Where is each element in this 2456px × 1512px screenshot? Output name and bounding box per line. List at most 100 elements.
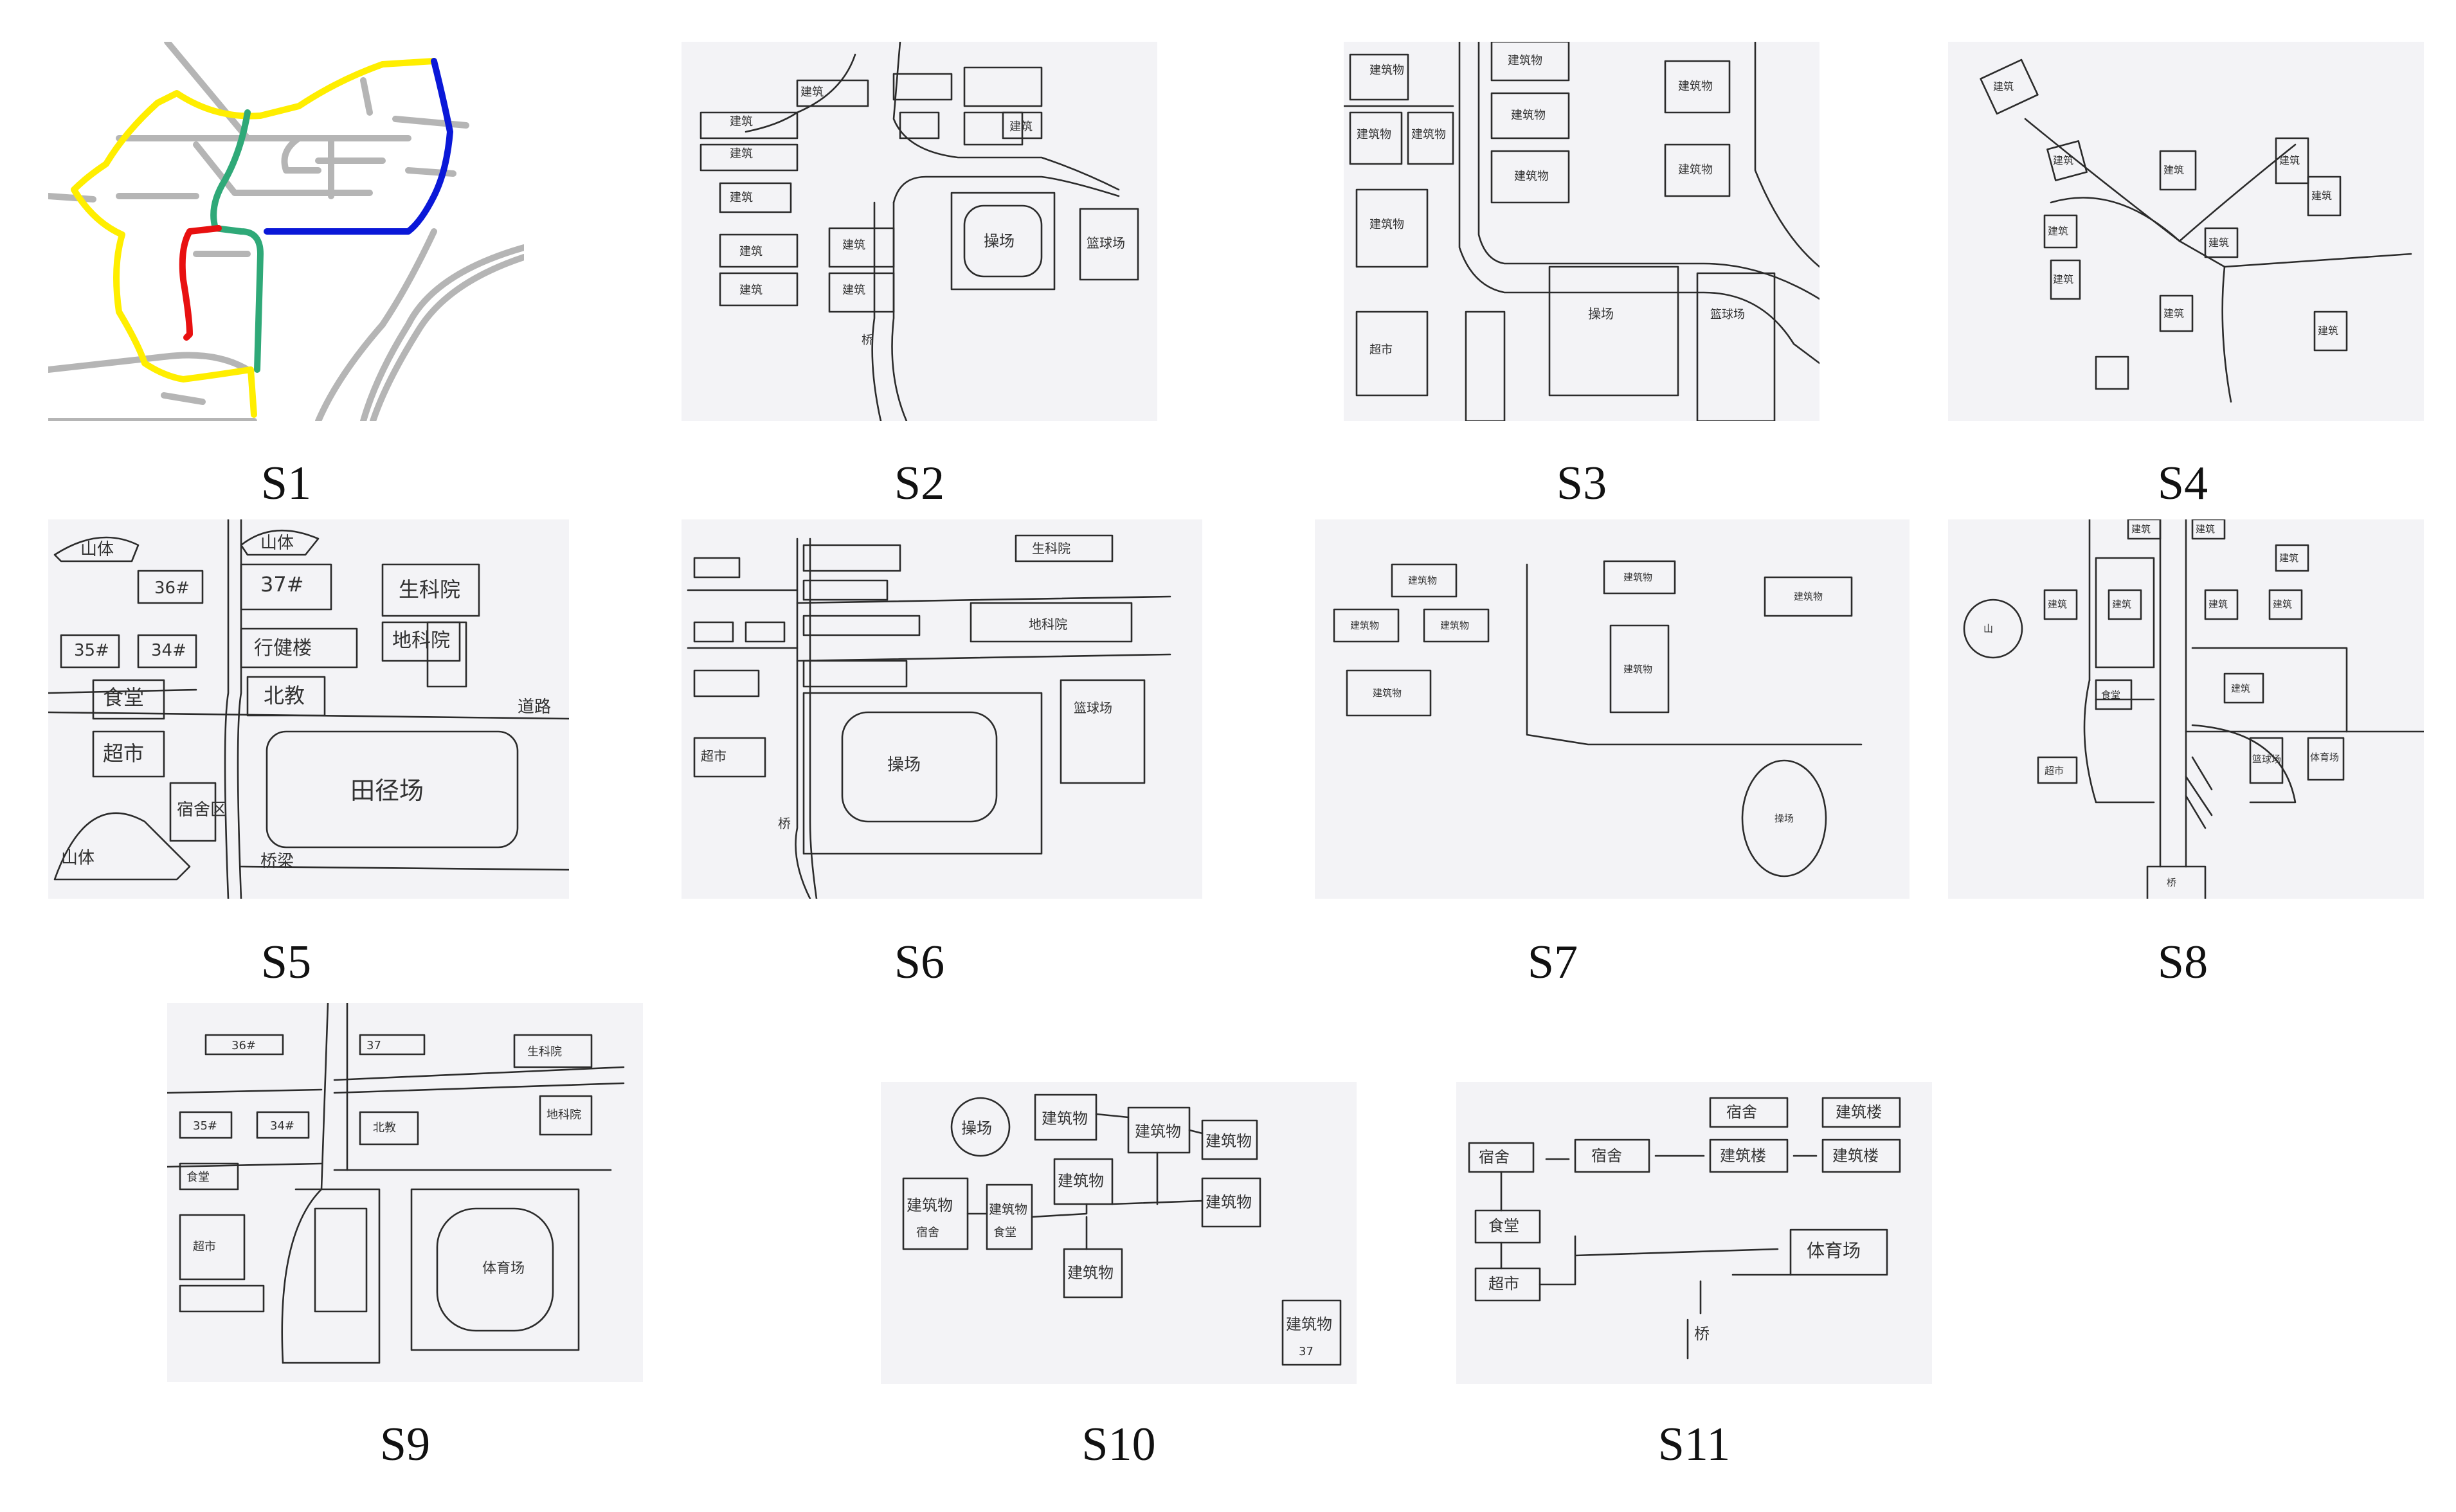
label: 山体 bbox=[61, 849, 95, 868]
label: 建筑 bbox=[739, 284, 763, 297]
label: 篮球场 bbox=[1074, 700, 1112, 716]
label: 田径场 bbox=[350, 777, 424, 805]
label: 建筑物 bbox=[1357, 128, 1391, 141]
label: 建筑 bbox=[1009, 120, 1033, 134]
label: 生科院 bbox=[527, 1045, 562, 1059]
caption-s10: S10 bbox=[1081, 1418, 1156, 1471]
panel-s4: 建筑 建筑 建筑 建筑 建筑 建筑 建筑 建筑 建筑 建筑 bbox=[1948, 42, 2424, 421]
label: 建筑 bbox=[730, 115, 753, 129]
label: 操场 bbox=[887, 755, 921, 775]
panel-s6: 生科院 地科院 操场 篮球场 超市 桥 bbox=[682, 519, 1202, 899]
label: 建筑 bbox=[842, 239, 865, 252]
label: 建筑物 bbox=[1350, 620, 1379, 631]
label: 36# bbox=[154, 579, 190, 598]
panel-s7: 建筑物 建筑物 建筑物 建筑物 建筑物 建筑物 建筑物 操场 bbox=[1315, 519, 1910, 899]
caption-s4: S4 bbox=[2157, 457, 2208, 510]
label: 建筑物 bbox=[1058, 1172, 1104, 1190]
label: 超市 bbox=[1369, 343, 1393, 357]
label: 山体 bbox=[80, 540, 114, 559]
label: 建筑物 bbox=[1623, 572, 1652, 583]
label: 建筑 bbox=[2231, 683, 2250, 694]
label: 篮球场 bbox=[1087, 235, 1125, 251]
label: 篮球场 bbox=[2252, 753, 2281, 765]
label: 建筑 bbox=[2112, 598, 2131, 610]
label: 建筑物 bbox=[1623, 663, 1652, 675]
label: 建筑 bbox=[2048, 598, 2067, 610]
label: 地科院 bbox=[1029, 616, 1067, 632]
label: 地科院 bbox=[546, 1108, 581, 1122]
label: 建筑物 bbox=[1511, 109, 1546, 122]
panel-s3: 建筑物 建筑物 建筑物 建筑物 建筑物 建筑物 建筑物 建筑物 建筑物 操场 篮… bbox=[1344, 42, 1819, 421]
label: 桥 bbox=[862, 334, 873, 347]
label: 35# bbox=[74, 641, 109, 660]
label: 地科院 bbox=[392, 629, 450, 652]
label: 建筑 bbox=[2053, 154, 2073, 166]
label: 建筑 bbox=[2318, 325, 2338, 337]
panel-s10: 操场 建筑物 建筑物 建筑物 建筑物 建筑物 建筑物 建筑物 建筑物 建筑物 宿… bbox=[881, 1082, 1357, 1384]
label: 体育场 bbox=[482, 1261, 525, 1277]
caption-s8: S8 bbox=[2157, 936, 2208, 989]
s3-sketch-map: 建筑物 建筑物 建筑物 建筑物 建筑物 建筑物 建筑物 建筑物 建筑物 操场 篮… bbox=[1344, 42, 1819, 421]
panel-s1 bbox=[48, 42, 524, 421]
panel-s9: 36# 37 生科院 地科院 35# 34# 北教 食堂 超市 体育场 bbox=[167, 1003, 643, 1382]
label: 建筑物 bbox=[1408, 575, 1437, 586]
label: 建筑 bbox=[739, 245, 763, 258]
label: 建筑物 bbox=[1369, 64, 1404, 77]
s5-sketch-map: 山体 山体 36# 37# 生科院 35# 34# 行健楼 地科院 食堂 北教 … bbox=[48, 519, 569, 899]
label: 建筑物 bbox=[1411, 128, 1446, 141]
label: 食堂 bbox=[1488, 1217, 1519, 1235]
label: 超市 bbox=[2045, 765, 2064, 777]
caption-s2: S2 bbox=[894, 457, 945, 510]
label: 生科院 bbox=[399, 577, 460, 602]
label: 建筑 bbox=[2208, 598, 2228, 610]
label: 34# bbox=[151, 641, 186, 660]
label: 生科院 bbox=[1032, 541, 1070, 556]
label: 体育场 bbox=[1807, 1240, 1861, 1261]
s6-sketch-map: 生科院 地科院 操场 篮球场 超市 桥 bbox=[687, 534, 1171, 899]
panel-s11: 宿舍 建筑楼 宿舍 宿舍 建筑楼 建筑楼 食堂 超市 体育场 桥 bbox=[1456, 1082, 1932, 1384]
label: 桥梁 bbox=[260, 852, 294, 871]
label: 超市 bbox=[1488, 1275, 1519, 1293]
label: 建筑物 bbox=[1514, 170, 1549, 183]
label: 37# bbox=[260, 572, 304, 597]
label: 建筑 bbox=[2279, 552, 2298, 564]
label: 北教 bbox=[373, 1121, 396, 1135]
caption-s9: S9 bbox=[379, 1418, 431, 1471]
label: 宿舍区 bbox=[177, 800, 227, 820]
label: 建筑 bbox=[2163, 164, 2184, 176]
label: 食堂 bbox=[186, 1171, 210, 1184]
label: 建筑 bbox=[842, 284, 865, 297]
label: 体育场 bbox=[2310, 752, 2339, 763]
label: 宿舍 bbox=[1479, 1148, 1510, 1166]
label: 操场 bbox=[961, 1119, 992, 1137]
label: 食堂 bbox=[2101, 689, 2120, 701]
label: 建筑 bbox=[2273, 598, 2292, 610]
label: 36# bbox=[231, 1039, 256, 1052]
caption-s6: S6 bbox=[894, 936, 945, 989]
label: 建筑 bbox=[1993, 80, 2014, 93]
label: 建筑 bbox=[2208, 237, 2229, 249]
s1-route-map bbox=[48, 42, 524, 421]
panel-s8: 山 建筑 建筑 建筑 建筑 建筑 建筑 建筑 食堂 建筑 超市 体育场 篮球场 … bbox=[1948, 519, 2424, 899]
label: 桥 bbox=[778, 816, 791, 831]
label: 山体 bbox=[260, 534, 294, 553]
label: 桥 bbox=[2167, 877, 2176, 888]
label: 建筑物 bbox=[1067, 1264, 1114, 1282]
label: 建筑楼 bbox=[1832, 1147, 1879, 1165]
caption-s1: S1 bbox=[260, 457, 312, 510]
label: 北教 bbox=[264, 683, 305, 708]
label: 建筑物 bbox=[1042, 1110, 1088, 1128]
label: 超市 bbox=[193, 1240, 216, 1254]
label: 建筑物 bbox=[1286, 1315, 1332, 1333]
label: 建筑物 bbox=[1678, 80, 1713, 93]
label: 食堂 bbox=[993, 1226, 1016, 1239]
label: 宿舍 bbox=[1591, 1147, 1622, 1165]
label: 建筑物 bbox=[989, 1202, 1027, 1217]
label: 超市 bbox=[701, 748, 727, 764]
label: 37 bbox=[366, 1039, 381, 1052]
label: 建筑 bbox=[730, 191, 753, 204]
label: 37 bbox=[1299, 1345, 1314, 1358]
label: 操场 bbox=[1588, 306, 1614, 321]
s4-sketch-map: 建筑 建筑 建筑 建筑 建筑 建筑 建筑 建筑 建筑 建筑 bbox=[1980, 59, 2412, 403]
label: 建筑 bbox=[2311, 190, 2332, 202]
